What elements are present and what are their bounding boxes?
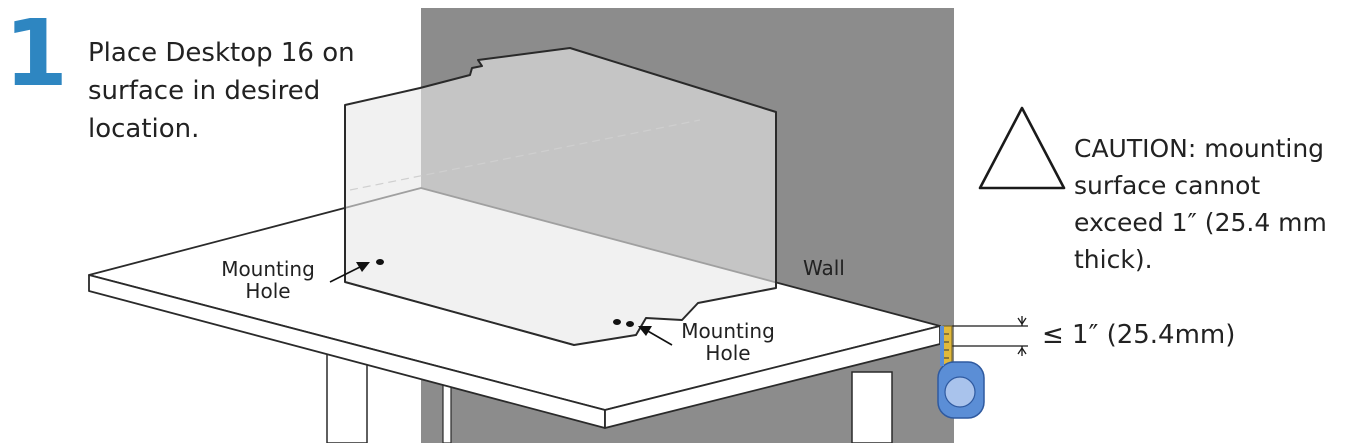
desktop-16-panel: [344, 47, 777, 346]
step-instruction: Place Desktop 16 on surface in desired l…: [88, 38, 355, 144]
arrow-left: [329, 262, 370, 283]
panel-reflection: [349, 119, 701, 191]
mounting-hole-dot-right-b: [626, 321, 634, 327]
tape-measure-icon: [937, 325, 985, 419]
mounting-hole-label-right: Mounting Hole: [681, 319, 775, 365]
thickness-dimension: [952, 316, 1028, 356]
step-number: 1: [4, 0, 68, 107]
mounting-hole-label-left: Mounting Hole: [221, 257, 315, 303]
arrow-right: [638, 326, 673, 346]
wall-label: Wall: [803, 256, 845, 280]
mounting-hole-dot-left: [376, 259, 384, 265]
table-leg-right: [851, 371, 893, 444]
caution-text: CAUTION: mounting surface cannot exceed …: [1074, 134, 1327, 274]
panel-base-line: [344, 281, 575, 346]
thickness-label: ≤ 1″ (25.4mm): [1042, 320, 1236, 350]
caution-triangle-icon: [978, 106, 1066, 190]
mounting-hole-dot-right-a: [613, 319, 621, 325]
